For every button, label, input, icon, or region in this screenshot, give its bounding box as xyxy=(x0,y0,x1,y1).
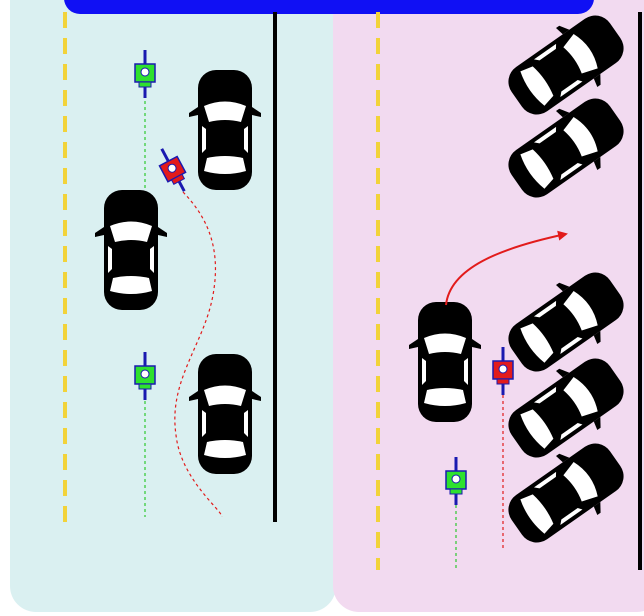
parked-car xyxy=(189,70,261,190)
parked-car xyxy=(189,354,261,474)
moving-car xyxy=(95,190,167,310)
title-banner xyxy=(64,0,594,14)
car-turn-arrow xyxy=(445,230,568,306)
moving-car xyxy=(409,302,481,422)
left-panel xyxy=(10,0,336,612)
